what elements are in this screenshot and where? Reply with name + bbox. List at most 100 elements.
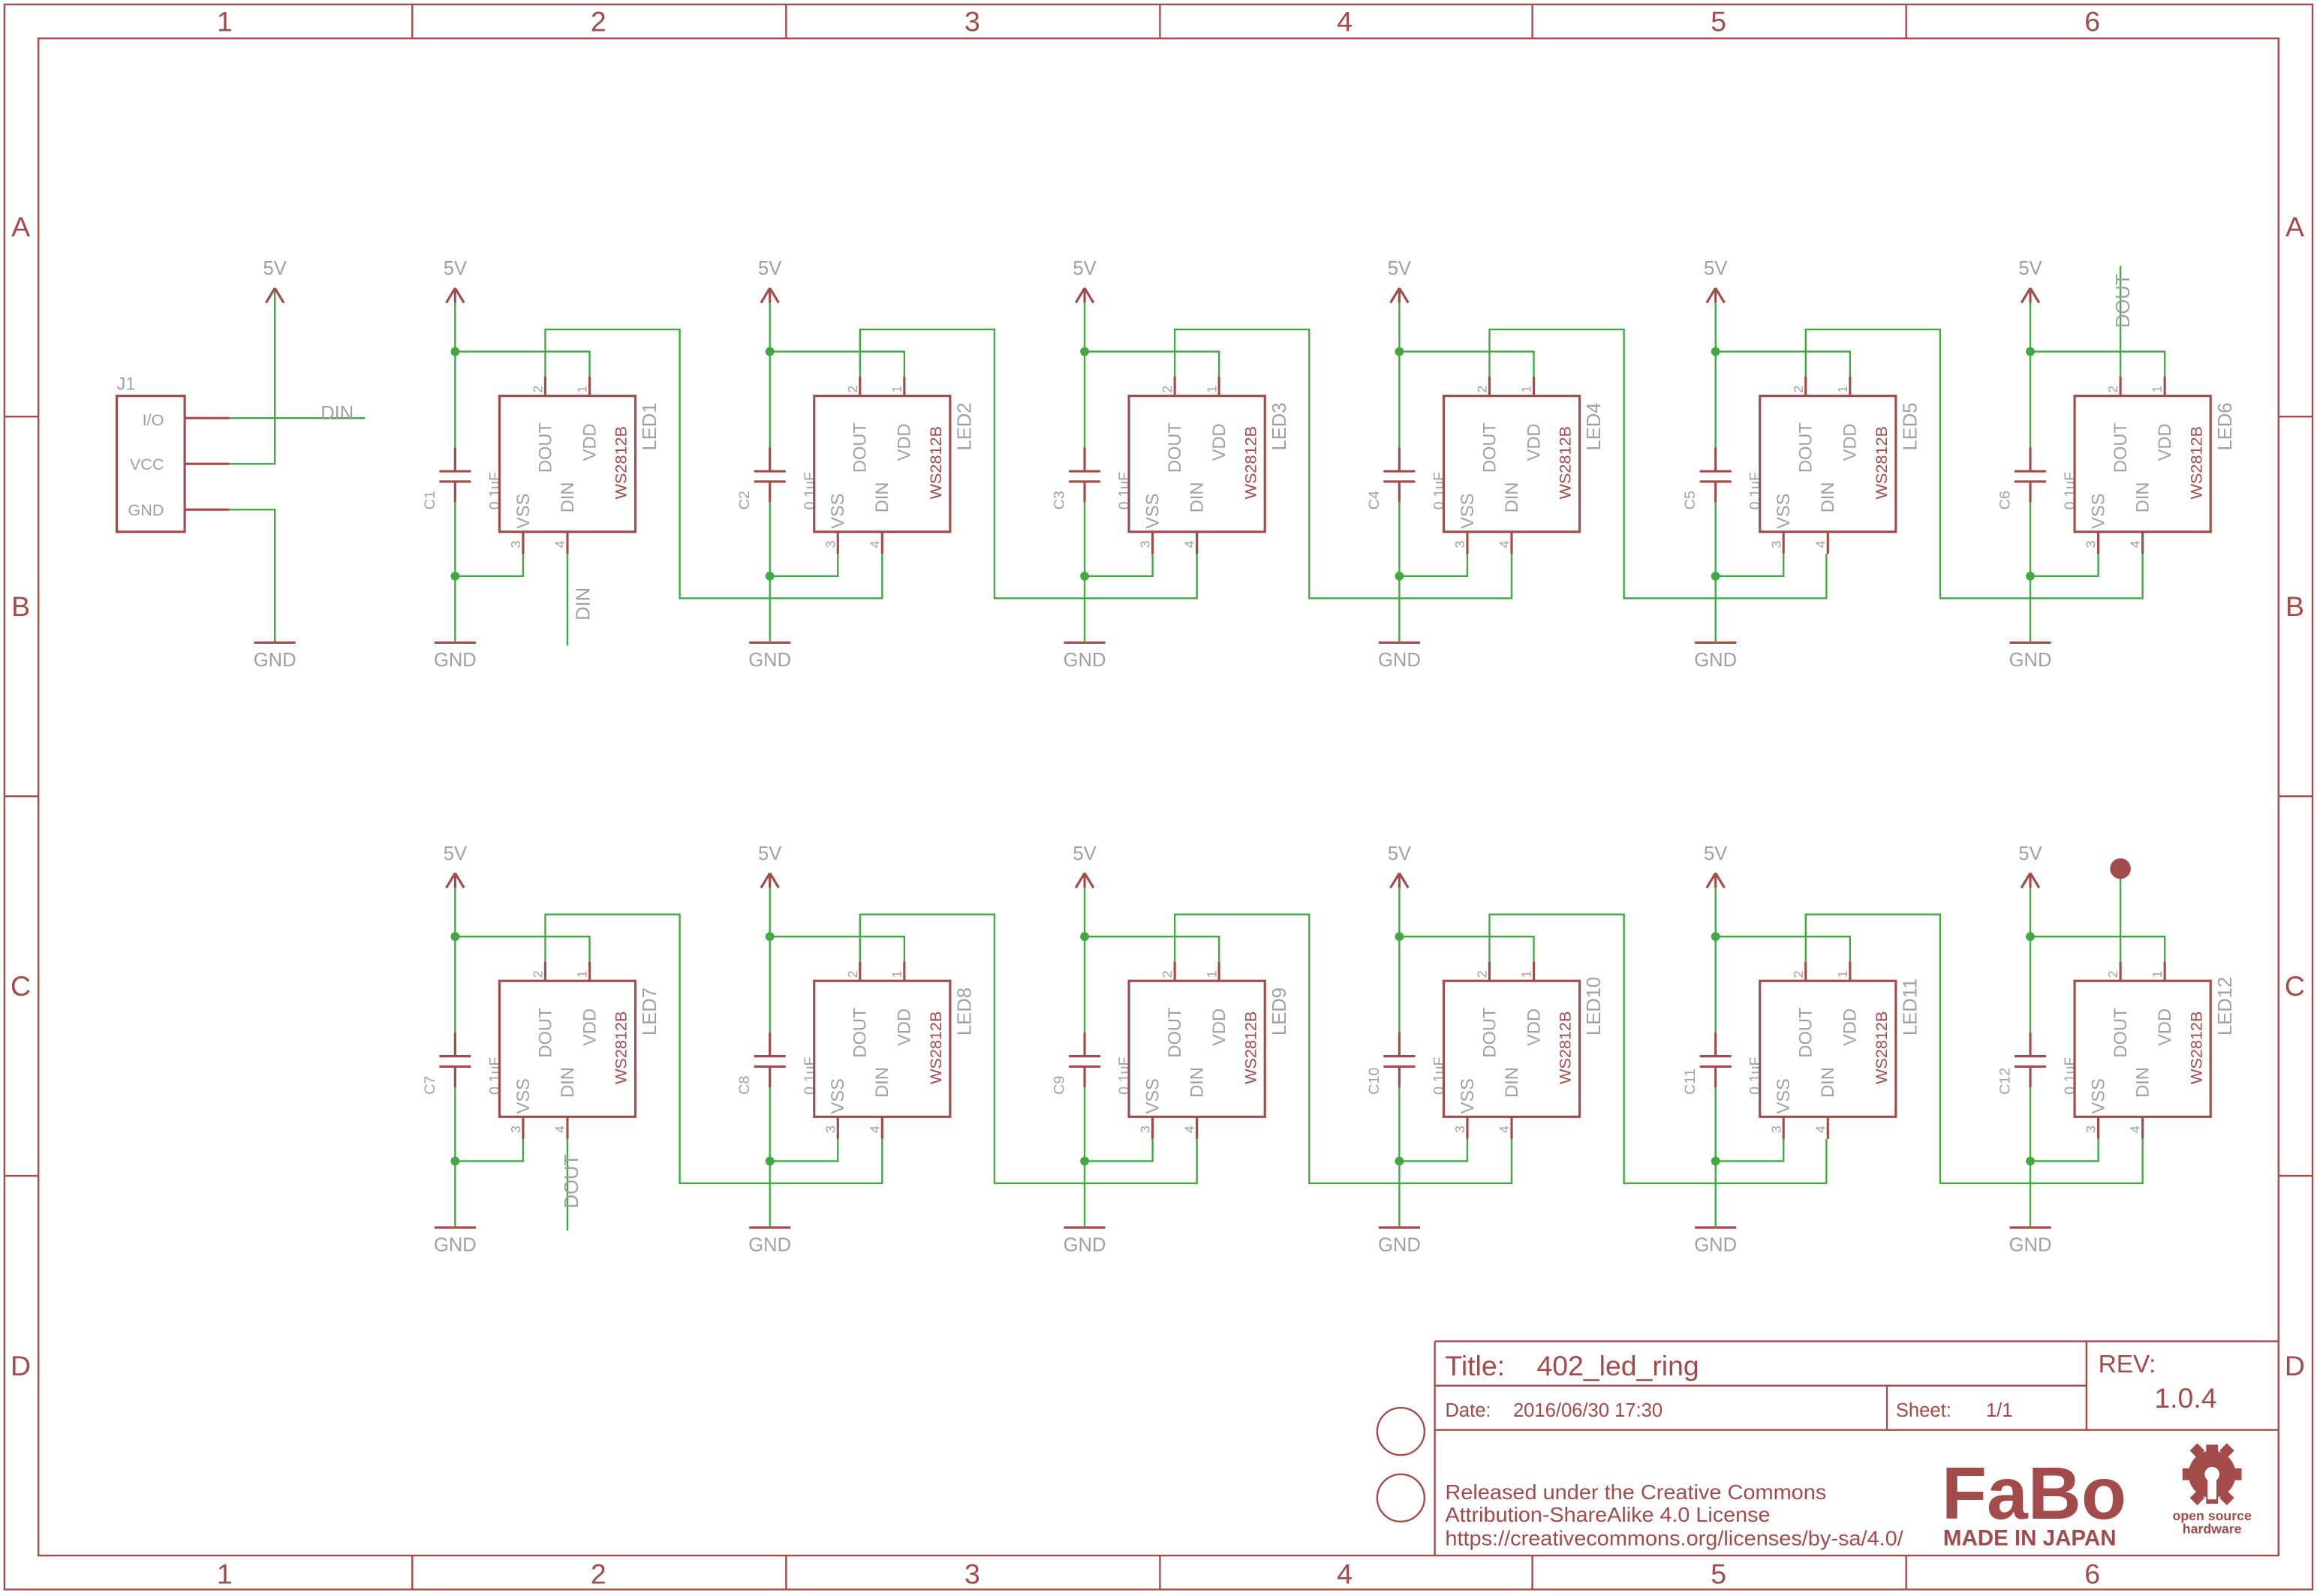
pin-vcc: VCC xyxy=(130,455,164,473)
capacitor-icon xyxy=(1383,470,1416,483)
gnd-label: GND xyxy=(748,1235,791,1256)
pin-number: 2 xyxy=(1160,386,1175,393)
oshw-text-1: open source xyxy=(2173,1508,2252,1523)
pin-number: 4 xyxy=(1182,540,1197,548)
pin-number: 3 xyxy=(2084,540,2099,548)
j1-wires xyxy=(229,287,366,643)
vcc-arrow-icon xyxy=(1705,287,1726,304)
pin-name-vss: VSS xyxy=(1143,1078,1163,1114)
sheet-title: 402_led_ring xyxy=(1536,1350,1699,1381)
pin-number: 2 xyxy=(845,386,860,393)
data-wire xyxy=(1173,913,1513,1185)
vcc-label: 5V xyxy=(444,258,467,279)
vcc-label: 5V xyxy=(444,843,467,864)
pin-number: 2 xyxy=(1791,970,1806,978)
led-ref: LED7 xyxy=(639,987,660,1035)
pin-number: 4 xyxy=(552,1126,567,1133)
license-line-3: https://creativecommons.org/licenses/by-… xyxy=(1445,1526,1903,1549)
date-label: Date: xyxy=(1445,1400,1491,1421)
part-value: WS2812B xyxy=(1872,426,1891,499)
capacitor-icon xyxy=(754,1055,786,1068)
pin-number: 3 xyxy=(823,1126,838,1133)
pin-name-dout: DOUT xyxy=(536,422,555,473)
made-in-japan: MADE IN JAPAN xyxy=(1943,1525,2117,1550)
pin-number: 3 xyxy=(1768,540,1783,548)
part-value: WS2812B xyxy=(926,426,945,499)
pin-name-vss: VSS xyxy=(1143,494,1163,529)
column-label: 4 xyxy=(1337,5,1353,37)
cap-ref: C10 xyxy=(1366,1068,1383,1095)
junction-dot xyxy=(1080,347,1089,356)
chip-pins xyxy=(522,377,591,555)
pin-name-vss: VSS xyxy=(514,1078,534,1114)
gnd-label: GND xyxy=(1378,650,1421,671)
pin-name-vdd: VDD xyxy=(1841,1008,1861,1046)
pin-gnd: GND xyxy=(128,500,164,519)
cap-value: 0.1uF xyxy=(486,472,503,509)
pin-number: 4 xyxy=(1813,1126,1828,1133)
pin-name-vss: VSS xyxy=(1458,1078,1478,1114)
pin-number: 3 xyxy=(823,540,838,548)
pin-io: I/O xyxy=(143,410,164,429)
pin-name-din: DIN xyxy=(558,1067,578,1098)
pin-number: 1 xyxy=(889,970,904,978)
column-label: 2 xyxy=(591,1558,606,1589)
pin-number: 2 xyxy=(531,970,546,978)
sheet-label: Sheet: xyxy=(1896,1400,1951,1421)
pin-number: 1 xyxy=(2150,386,2165,393)
data-wire xyxy=(859,328,1198,600)
part-value: WS2812B xyxy=(2186,426,2205,499)
vcc-label: 5V xyxy=(2018,843,2042,864)
pin-name-vdd: VDD xyxy=(1524,423,1544,461)
pin-name-vdd: VDD xyxy=(895,1008,915,1046)
cap-value: 0.1uF xyxy=(1431,472,1447,509)
capacitor-icon xyxy=(1068,470,1101,483)
led-ref: LED11 xyxy=(1900,978,1921,1035)
vcc-label: 5V xyxy=(2018,258,2042,279)
column-label: 3 xyxy=(964,1558,980,1589)
led-ref: LED10 xyxy=(1584,977,1605,1035)
pin-name-din: DIN xyxy=(873,1067,892,1098)
row-label: D xyxy=(11,1350,31,1381)
pin-name-vdd: VDD xyxy=(1210,1008,1229,1046)
pin-number: 2 xyxy=(1475,970,1490,978)
pin-name-vdd: VDD xyxy=(580,1008,600,1046)
vcc-arrow-icon xyxy=(760,287,780,304)
pin-name-din: DIN xyxy=(1188,1067,1208,1098)
chip-pins xyxy=(1466,377,1536,555)
column-label: 6 xyxy=(2084,5,2100,37)
cap-ref: C9 xyxy=(1051,1076,1067,1095)
pin-number: 4 xyxy=(1497,540,1512,548)
column-label: 1 xyxy=(217,1558,233,1589)
pin-number: 1 xyxy=(575,386,590,393)
pin-number: 1 xyxy=(1519,386,1534,393)
pin-name-vss: VSS xyxy=(1774,494,1794,529)
cap-ref: C3 xyxy=(1051,491,1067,509)
pin-number: 4 xyxy=(1497,1126,1512,1133)
row-label: C xyxy=(2285,970,2305,1002)
title-block: Title: 402_led_ring Date: 2016/06/30 17:… xyxy=(1376,1340,2279,1556)
led-ref: LED12 xyxy=(2215,977,2236,1035)
pin-name-vdd: VDD xyxy=(1210,423,1229,461)
cap-ref: C8 xyxy=(736,1076,753,1095)
pin-name-din: DIN xyxy=(1503,1067,1522,1098)
pin-number: 3 xyxy=(1138,1126,1153,1133)
gnd-label: GND xyxy=(2009,650,2052,671)
connector-j1[interactable]: J1 I/O VCC GND DIN 5V GND xyxy=(115,258,366,671)
led-ref: LED1 xyxy=(639,402,660,450)
license-line-1: Released under the Creative Commons xyxy=(1445,1480,1826,1504)
chip-pins xyxy=(2097,961,2166,1139)
